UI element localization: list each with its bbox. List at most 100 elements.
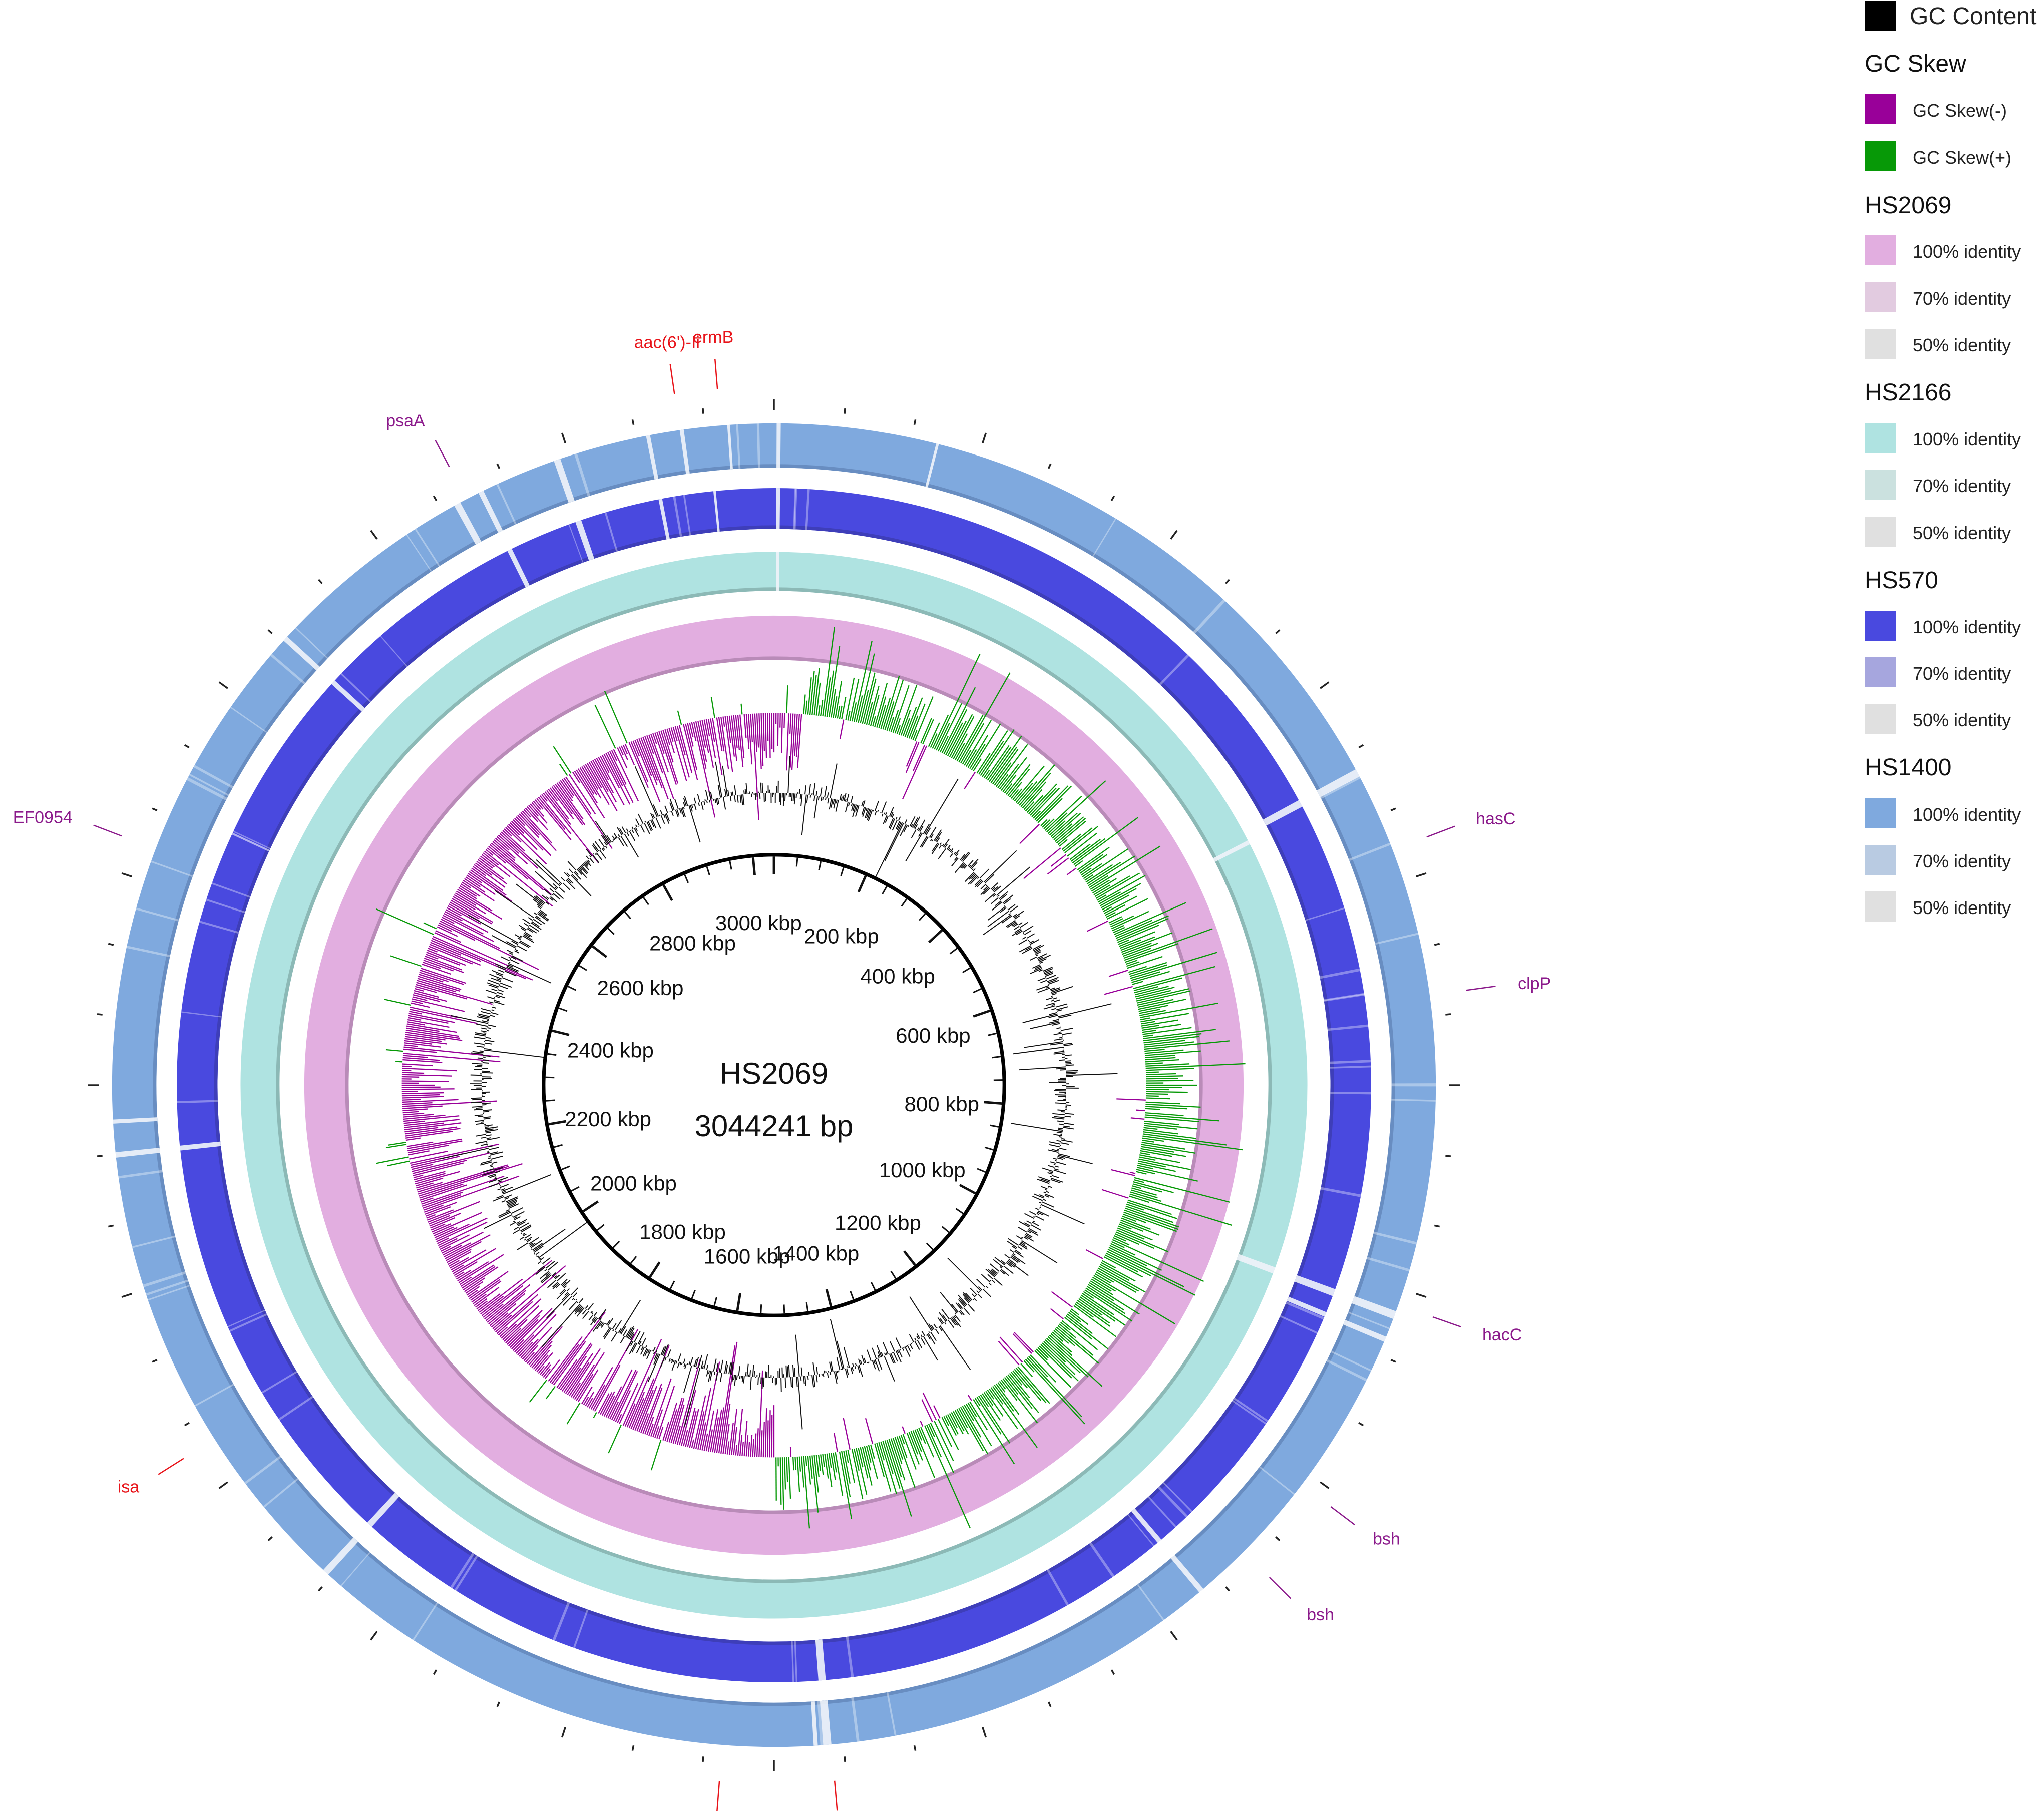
- gc-skew-bar: [1017, 781, 1038, 804]
- gc-skew-bar: [1001, 1379, 1018, 1401]
- gc-content-bar: [955, 853, 959, 857]
- gc-skew-bar: [845, 677, 855, 720]
- gc-skew-bar: [447, 1251, 472, 1265]
- gc-content-bar: [684, 1368, 700, 1427]
- backbone-tick: [850, 1291, 855, 1300]
- gc-skew-bar: [487, 847, 506, 864]
- gc-skew-bar: [1067, 1313, 1093, 1334]
- backbone-tick: [624, 911, 631, 920]
- gc-skew-bar: [976, 753, 991, 774]
- gc-skew-bar: [530, 803, 548, 824]
- gc-skew-bar: [1118, 1225, 1153, 1241]
- ring-streak: [454, 1555, 478, 1591]
- gc-skew-bar: [870, 1444, 875, 1459]
- gc-content-bar: [567, 861, 577, 871]
- gc-content-bar: [1063, 1127, 1074, 1130]
- gc-content-bar: [507, 1200, 517, 1205]
- gc-skew-bar: [455, 892, 477, 906]
- gc-content-bar: [918, 832, 922, 837]
- gc-skew-bar: [1077, 846, 1110, 870]
- gc-skew-bar: [450, 1257, 469, 1269]
- gc-content-bar: [921, 836, 929, 848]
- gc-skew-bar: [1050, 1308, 1064, 1320]
- gc-content-bar: [480, 1136, 487, 1139]
- gc-content-bar: [594, 1318, 598, 1323]
- gc-skew-bar: [672, 727, 678, 742]
- gc-skew-bar: [541, 794, 548, 802]
- gc-skew-bar: [411, 1000, 423, 1005]
- gc-skew-bar: [459, 1276, 472, 1285]
- gc-skew-bar: [1082, 863, 1102, 877]
- backbone-tick: [612, 1241, 620, 1248]
- backbone-tick: [857, 875, 867, 893]
- gc-content-bar: [578, 1306, 584, 1313]
- gc-content-bar: [498, 969, 505, 973]
- gc-skew-bar: [1012, 1370, 1028, 1389]
- ring-streak: [194, 1384, 234, 1407]
- gc-content-bar: [954, 849, 960, 856]
- gc-content-bar: [716, 798, 718, 805]
- gc-skew-bar: [581, 766, 602, 799]
- gc-skew-bar: [716, 717, 723, 751]
- gc-content-bar: [1000, 1270, 1005, 1275]
- gc-skew-bar: [638, 738, 658, 785]
- gc-content-bar: [473, 1036, 486, 1040]
- ring-streak: [270, 654, 306, 685]
- gc-content-bar: [948, 1319, 954, 1328]
- gc-content-bar: [1054, 1038, 1063, 1041]
- gc-content-bar: [516, 883, 544, 906]
- gc-skew-bar: [522, 810, 553, 844]
- gc-skew-bar: [1120, 1219, 1160, 1236]
- gc-skew-bar: [989, 735, 1022, 782]
- gc-skew-bar: [427, 950, 466, 966]
- gc-content-bar: [909, 1296, 933, 1332]
- gc-skew-bar: [428, 946, 473, 965]
- gc-content-bar: [942, 843, 945, 847]
- gc-skew-bar: [1111, 1241, 1125, 1248]
- gc-skew-bar: [452, 898, 494, 923]
- gc-skew-bar: [828, 646, 841, 717]
- gc-content-bar: [487, 1150, 490, 1152]
- gc-content-bar: [909, 1343, 913, 1349]
- gc-content-bar: [1037, 1210, 1049, 1217]
- gc-content-bar: [603, 847, 605, 850]
- genome-length: 3044241 bp: [695, 1109, 854, 1143]
- gc-skew-bar: [501, 831, 532, 860]
- gc-content-bar: [1029, 1211, 1037, 1215]
- gc-content-bar: [913, 816, 921, 829]
- gene-label: EF0954: [13, 808, 73, 827]
- gc-skew-bar: [912, 730, 918, 740]
- gc-skew-bar: [943, 709, 968, 755]
- gc-content-bar: [528, 1237, 539, 1245]
- gc-skew-bar: [1076, 1301, 1110, 1327]
- gc-content-bar: [487, 1152, 490, 1154]
- gc-content-bar: [1051, 996, 1053, 997]
- gc-skew-bar: [587, 1398, 593, 1408]
- gc-skew-bar: [860, 690, 869, 724]
- gc-content-bar: [896, 821, 901, 829]
- gc-content-bar: [959, 1311, 963, 1315]
- gc-content-bar: [561, 1281, 567, 1287]
- gc-skew-bar: [1095, 1271, 1114, 1283]
- outer-tick: [1320, 681, 1330, 689]
- gc-content-bar: [654, 1353, 658, 1360]
- ring-gap: [331, 680, 365, 712]
- gc-skew-bar: [525, 807, 539, 822]
- gc-skew-bar: [898, 685, 918, 735]
- gc-skew-bar: [1043, 818, 1055, 829]
- gc-skew-bar: [594, 1365, 621, 1412]
- gc-skew-bar: [1144, 1123, 1198, 1130]
- gc-skew-bar: [752, 713, 759, 820]
- gc-skew-bar: [431, 940, 481, 962]
- gc-content-bar: [903, 824, 908, 832]
- gc-skew-bar: [1145, 1071, 1159, 1073]
- gc-skew-bar: [1117, 1227, 1145, 1240]
- gc-content-bar: [738, 1366, 740, 1376]
- gc-content-bar: [1012, 914, 1017, 918]
- gc-skew-bar: [683, 724, 698, 780]
- gc-skew-bar: [724, 1424, 730, 1455]
- ring-streak: [136, 907, 179, 922]
- gc-content-bar: [940, 842, 942, 845]
- gc-skew-bar: [553, 785, 583, 826]
- gc-content-bar: [1052, 1175, 1059, 1178]
